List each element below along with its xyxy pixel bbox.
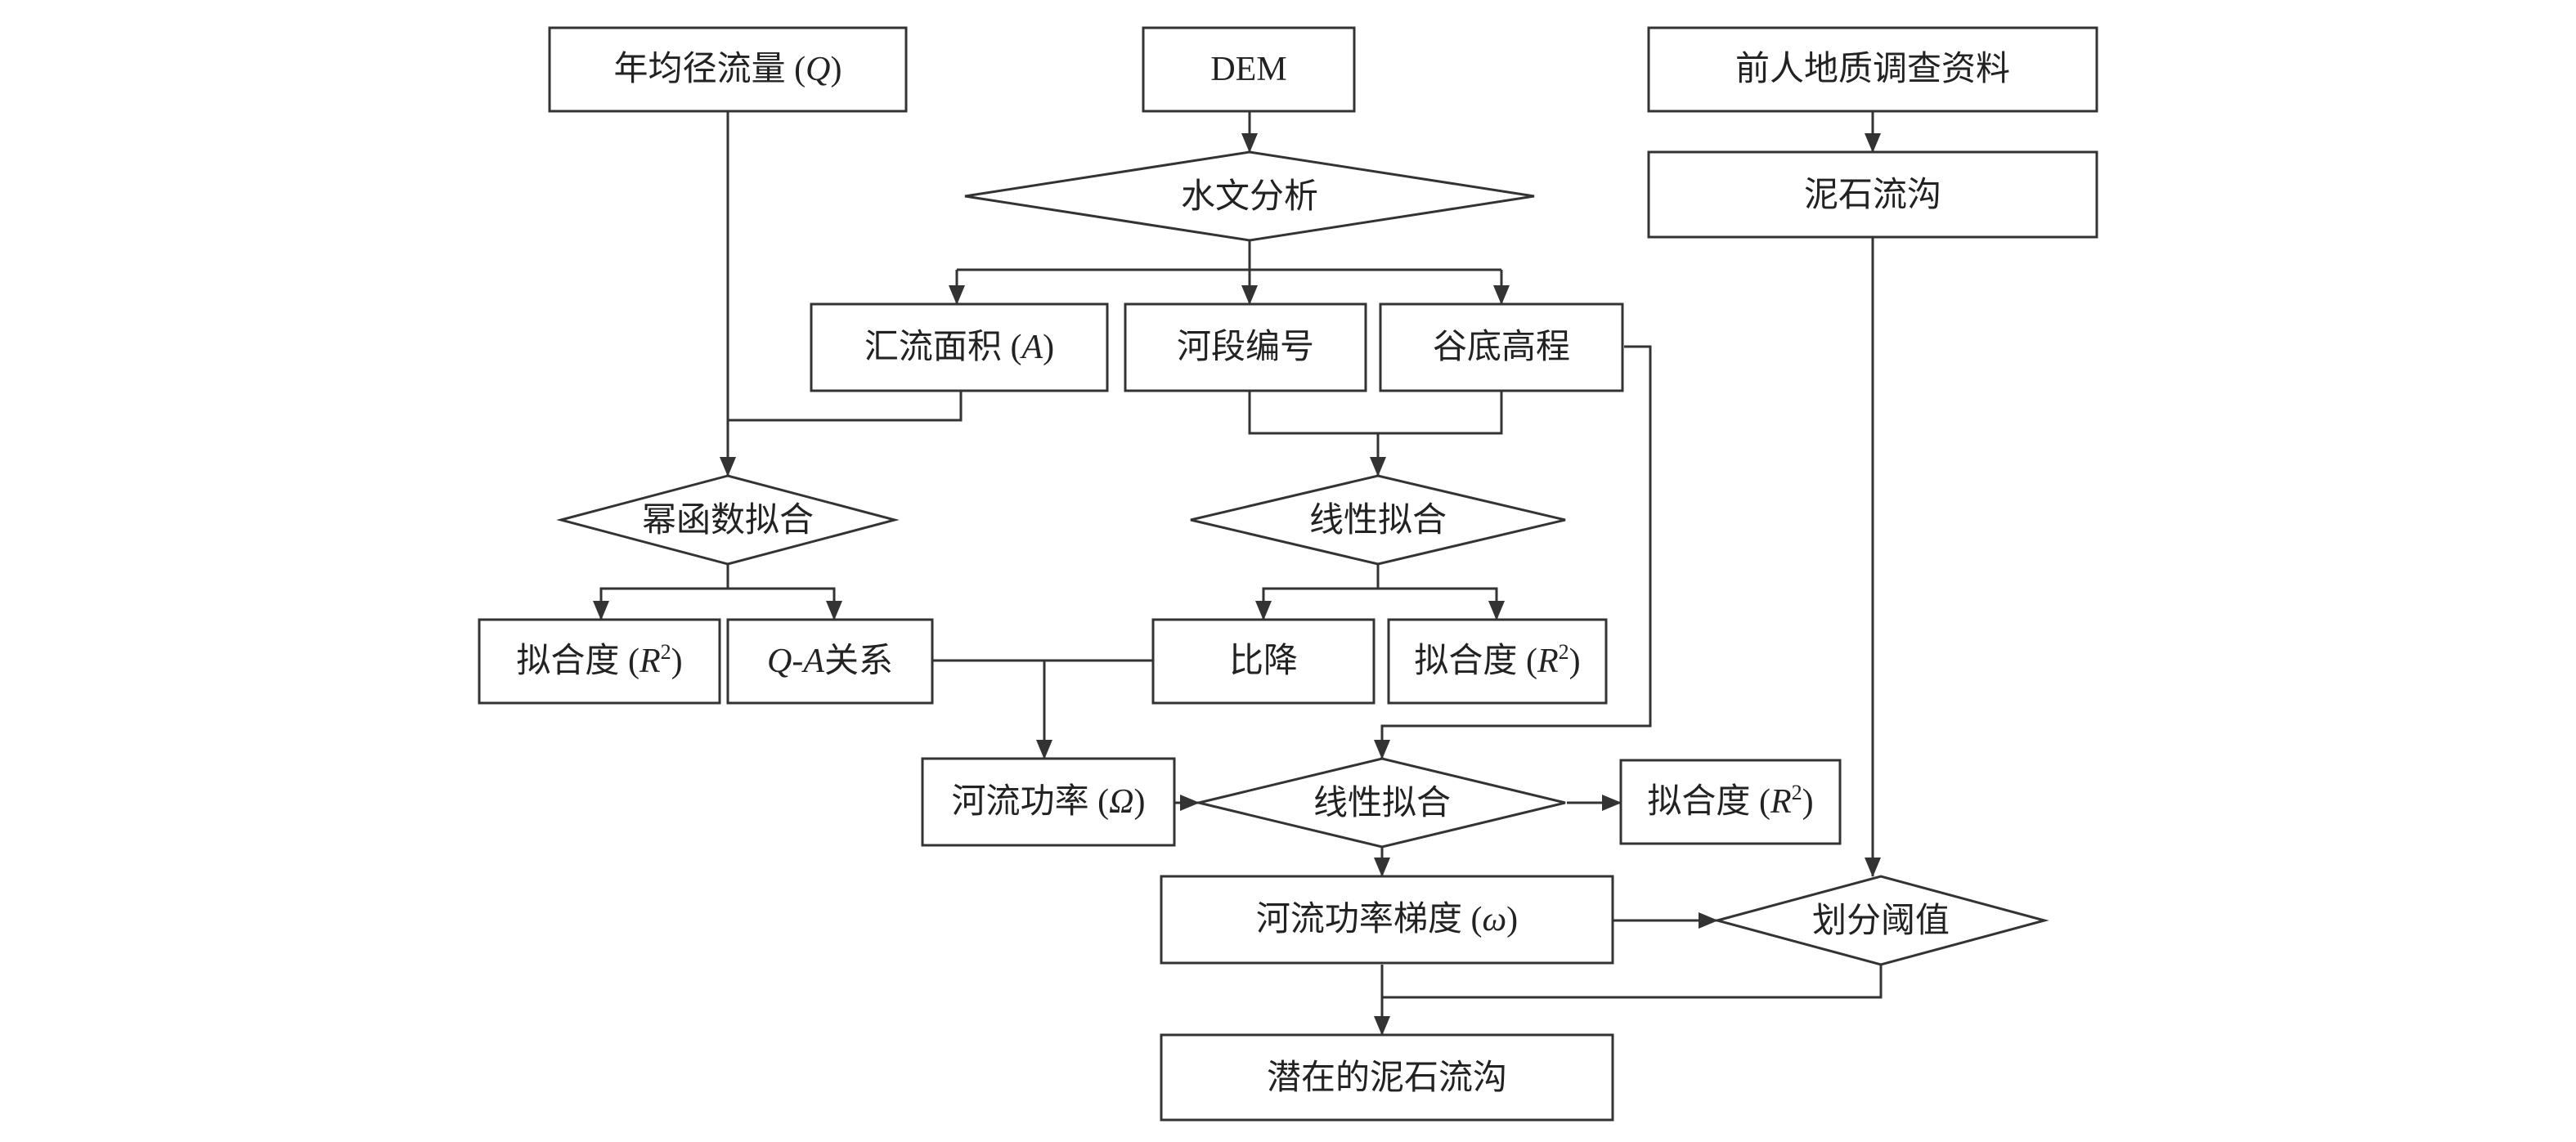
- node-area-box: [810, 302, 1109, 392]
- node-linfit2: 线性拟合: [1198, 757, 1566, 849]
- node-hydro-label: 水文分析: [1181, 177, 1318, 216]
- edge-area-powerfit: [728, 391, 963, 422]
- node-powerfit-diamond: [556, 474, 900, 566]
- node-segment-box: [1124, 302, 1367, 392]
- node-threshold-label: 划分阈值: [1812, 902, 1950, 940]
- node-gradient: 河流功率梯度 (ω): [1160, 875, 1614, 965]
- node-r2c-label: 拟合度 (R2): [1647, 781, 1813, 821]
- node-debris-label: 泥石流沟: [1804, 177, 1941, 214]
- node-debris: 泥石流沟: [1647, 150, 2098, 239]
- node-q: 年均径流量 (Q): [548, 26, 908, 113]
- node-qa-box: [726, 618, 934, 705]
- node-linfit2-label: 线性拟合: [1313, 785, 1451, 822]
- node-dem-box: [1142, 26, 1356, 113]
- node-q-box: [548, 26, 908, 113]
- node-valley-label: 谷底高程: [1433, 329, 1570, 366]
- node-power-label: 河流功率 (Ω): [952, 782, 1146, 821]
- edge-linfit1-r2b: [1378, 587, 1505, 620]
- node-threshold: 划分阈值: [1712, 875, 2049, 966]
- node-prior-box: [1647, 26, 2098, 113]
- node-powerfit: 幂函数拟合: [556, 474, 900, 566]
- node-r2b-box: [1387, 618, 1608, 705]
- node-r2b: 拟合度 (R2): [1387, 618, 1608, 705]
- node-debris-box: [1647, 150, 2098, 239]
- edges: [593, 111, 1883, 1036]
- node-gradient-label: 河流功率梯度 (ω): [1256, 900, 1518, 938]
- node-threshold-diamond: [1712, 875, 2049, 966]
- edge-threshold-potential: [1382, 965, 1883, 999]
- node-linfit1: 线性拟合: [1190, 474, 1566, 566]
- node-area-label: 汇流面积 (A): [864, 329, 1054, 366]
- node-linfit1-label: 线性拟合: [1309, 502, 1447, 540]
- node-hydro-diamond: [964, 150, 1535, 242]
- node-prior-label: 前人地质调查资料: [1735, 51, 2010, 88]
- node-qa-label: Q-A关系: [767, 643, 893, 680]
- node-hydro: 水文分析: [964, 150, 1535, 242]
- node-dem-label: DEM: [1210, 51, 1286, 88]
- node-r2a-label: 拟合度 (R2): [516, 640, 682, 680]
- node-r2c-box: [1619, 759, 1842, 845]
- node-potential-box: [1160, 1033, 1614, 1122]
- edge-powerfit-qa: [728, 587, 842, 620]
- node-segment-label: 河段编号: [1177, 329, 1314, 366]
- node-r2a-box: [478, 618, 721, 705]
- node-power: 河流功率 (Ω): [921, 757, 1176, 847]
- node-qa: Q-A关系: [726, 618, 934, 705]
- node-slope-box: [1151, 618, 1376, 705]
- node-linfit1-diamond: [1190, 474, 1566, 566]
- node-powerfit-label: 幂函数拟合: [642, 502, 814, 540]
- node-segment: 河段编号: [1124, 302, 1367, 392]
- node-dem: DEM: [1142, 26, 1356, 113]
- node-power-box: [921, 757, 1176, 847]
- node-potential-label: 潜在的泥石流沟: [1267, 1059, 1507, 1097]
- node-r2a: 拟合度 (R2): [478, 618, 721, 705]
- node-potential: 潜在的泥石流沟: [1160, 1033, 1614, 1122]
- node-prior: 前人地质调查资料: [1647, 26, 2098, 113]
- node-r2c: 拟合度 (R2): [1619, 759, 1842, 845]
- node-area: 汇流面积 (A): [810, 302, 1109, 392]
- node-valley-box: [1379, 302, 1624, 392]
- node-slope: 比降: [1151, 618, 1376, 705]
- node-slope-label: 比降: [1229, 643, 1298, 680]
- node-r2b-label: 拟合度 (R2): [1414, 640, 1580, 680]
- edge-valley-linfit2: [1374, 345, 1652, 759]
- node-linfit2-diamond: [1198, 757, 1566, 849]
- node-valley: 谷底高程: [1379, 302, 1624, 392]
- edge-powerfit-split: [593, 564, 729, 620]
- edge-segment-valley-join: [1248, 391, 1503, 435]
- node-q-label: 年均径流量 (Q): [614, 50, 842, 88]
- edge-linfit1-slope: [1255, 564, 1380, 620]
- node-gradient-box: [1160, 875, 1614, 965]
